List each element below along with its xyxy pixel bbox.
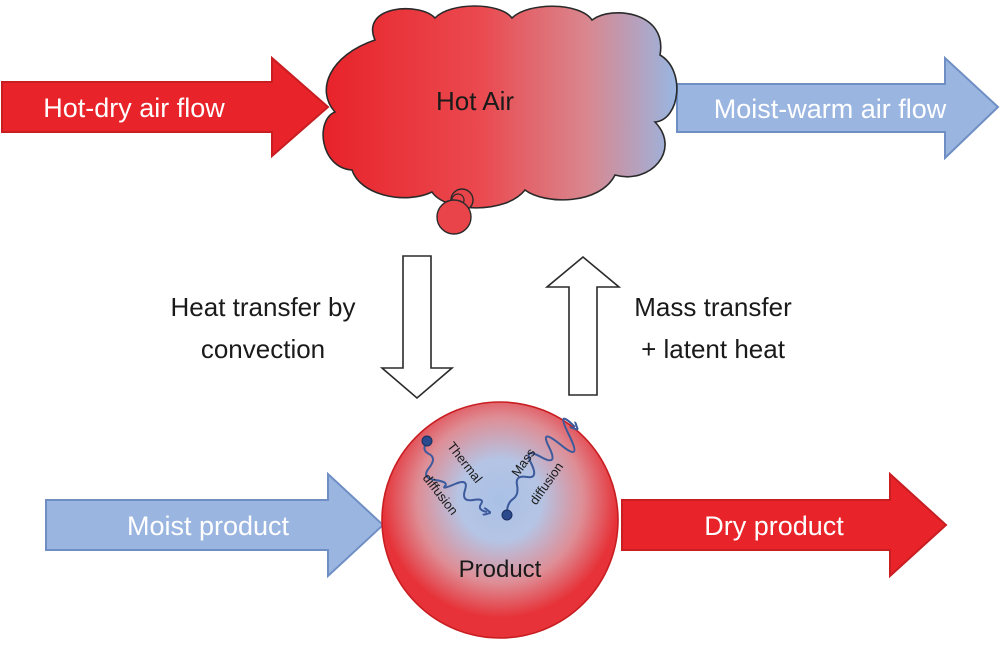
mass-transfer-label-line1: Mass transfer xyxy=(634,292,792,322)
heat-transfer-label-line1: Heat transfer by xyxy=(171,292,356,322)
product-sphere xyxy=(381,401,619,639)
mass-start-particle xyxy=(501,509,513,521)
hot-air-title: Hot Air xyxy=(436,86,514,116)
hot-air-cloud xyxy=(322,5,678,235)
moist-warm-air-flow-label: Moist-warm air flow xyxy=(714,94,947,124)
mass-diffusion-path xyxy=(506,417,575,514)
thermal-start-particle xyxy=(421,435,433,447)
hot-dry-air-flow-label: Hot-dry air flow xyxy=(43,93,225,123)
moist-product-label: Moist product xyxy=(127,511,290,541)
dry-product-arrow xyxy=(621,471,948,579)
dry-product-label: Dry product xyxy=(704,511,844,541)
mass-transfer-up-arrow xyxy=(544,255,622,396)
thermal-diffusion-path xyxy=(423,441,487,512)
mass-transfer-label-line2: + latent heat xyxy=(641,334,786,364)
moist-warm-air-flow-arrow xyxy=(676,55,1000,161)
heat-transfer-down-arrow xyxy=(379,255,455,400)
moist-product-arrow xyxy=(45,471,385,579)
hot-dry-air-flow-arrow xyxy=(1,55,330,159)
heat-transfer-label-line2: convection xyxy=(201,334,325,364)
product-title: Product xyxy=(459,556,542,583)
